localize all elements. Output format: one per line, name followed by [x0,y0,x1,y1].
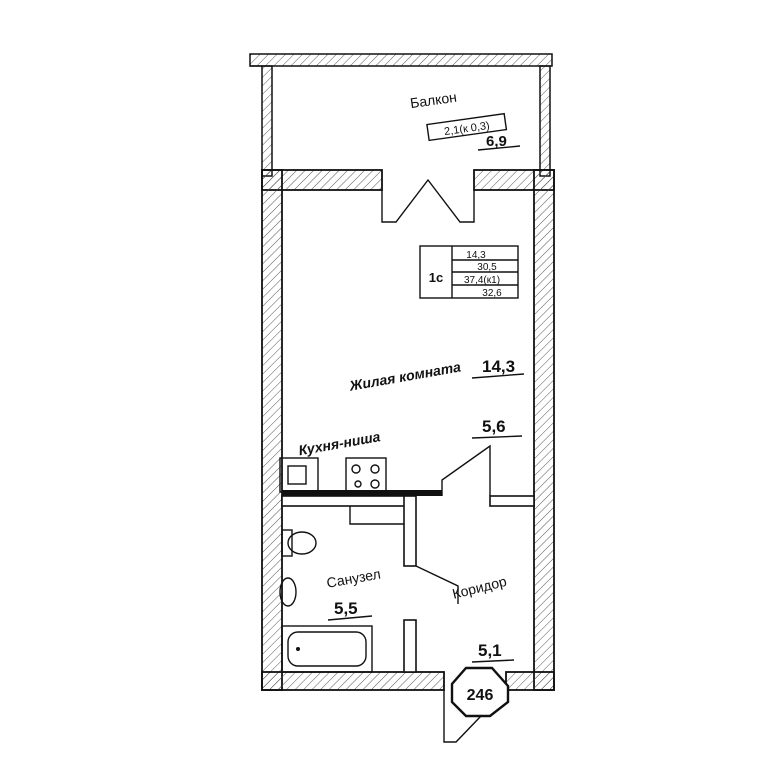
apartment-number-badge: 246 [450,666,510,718]
balcony-door [381,178,475,223]
summary-value-2: 30,5 [477,262,497,273]
balcony-area: 6,9 [486,133,507,150]
corridor-area: 5,1 [478,641,502,660]
balcony-name: Балкон [409,89,458,111]
kitchen-name: Кухня-ниша [297,428,382,458]
apartment-number: 246 [467,687,494,704]
bathroom-name: Санузел [325,566,381,591]
summary-value-3: 37,4(к1) [464,275,500,286]
outer-walls [261,169,555,691]
kitchen-area: 5,6 [482,417,506,436]
area-summary: 1с 14,3 30,5 37,4(к1) 32,6 [419,245,519,299]
bathroom-area: 5,5 [334,599,358,618]
balcony-formula-box: 2,1(к 0,3) [426,112,508,142]
living-name: Жилая комната [347,358,462,394]
summary-type: 1с [429,270,443,285]
summary-value-1: 14,3 [466,250,486,261]
kitchen-counter [279,444,491,496]
living-area: 14,3 [482,357,515,376]
bathroom-fixtures [279,529,373,673]
corridor-name: Коридор [451,573,509,602]
balcony-frame [249,53,553,177]
interior-walls [281,495,535,673]
summary-value-4: 32,6 [482,288,502,299]
